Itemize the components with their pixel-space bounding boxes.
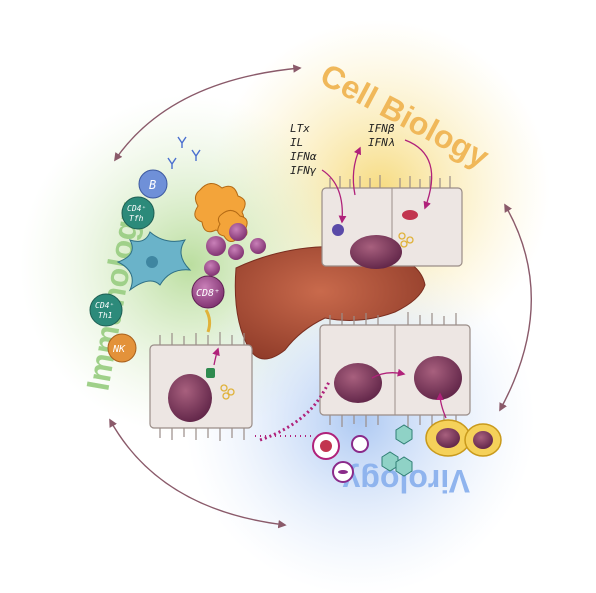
cd4-th1-line-1: Th1	[98, 311, 112, 320]
receptor-red	[402, 210, 418, 220]
b-cell	[138, 169, 168, 199]
nk-cell	[107, 333, 137, 363]
antibodies	[167, 136, 201, 169]
virion-purple-a	[351, 435, 369, 453]
internal-arrows	[212, 347, 447, 419]
cytokine-left-2: IFNα	[290, 150, 317, 163]
nucleus-top	[350, 235, 402, 269]
b-cell-label: B	[149, 178, 156, 192]
cycle-arrow-top	[114, 64, 302, 162]
nucleus-right-a	[334, 363, 382, 403]
cycle-arrow-right	[499, 203, 532, 412]
cd4-th1-cell	[89, 293, 123, 327]
cd8-label-text: CD8⁺	[196, 288, 220, 299]
cycle-arrow-bottom-left	[109, 418, 287, 529]
cycle-arrows	[109, 64, 532, 529]
cd8-cell	[191, 275, 225, 309]
purple-cell-cluster	[204, 223, 266, 276]
hexagon-capsids	[381, 424, 413, 477]
cytokine-left-3: IFNγ	[290, 164, 317, 177]
cd4-tfh-line-0: CD4⁺	[127, 204, 146, 213]
nucleus-right-b	[414, 356, 462, 400]
cytokine-right-0: IFNβ	[368, 122, 395, 135]
cytokine-right-1: IFNλ	[368, 136, 395, 149]
epithelium-left	[149, 332, 253, 441]
immune-cells: B CD4⁺ Tfh CD4⁺ Th1 NK CD8⁺	[89, 136, 266, 363]
cytokine-left-1: IL	[290, 136, 303, 149]
epithelium-top	[321, 175, 463, 269]
cd8-synapse	[204, 309, 212, 333]
epithelium-right	[319, 312, 471, 428]
cytokine-labels: LTx IL IFNα IFNγ IFNβ IFNλ	[290, 122, 395, 177]
cd4-th1-line-0: CD4⁺	[95, 301, 114, 310]
cytokine-left-0: LTx	[290, 122, 310, 135]
cd4-tfh-line-1: Tfh	[129, 214, 144, 223]
cd4-tfh-cell	[121, 196, 155, 230]
receptor-blue	[332, 224, 344, 236]
mhc-complex	[206, 368, 215, 378]
virus-elements	[255, 379, 502, 483]
nucleus-left	[168, 374, 212, 422]
cytokine-arrows	[321, 139, 433, 224]
nk-cell-label: NK	[112, 344, 126, 355]
